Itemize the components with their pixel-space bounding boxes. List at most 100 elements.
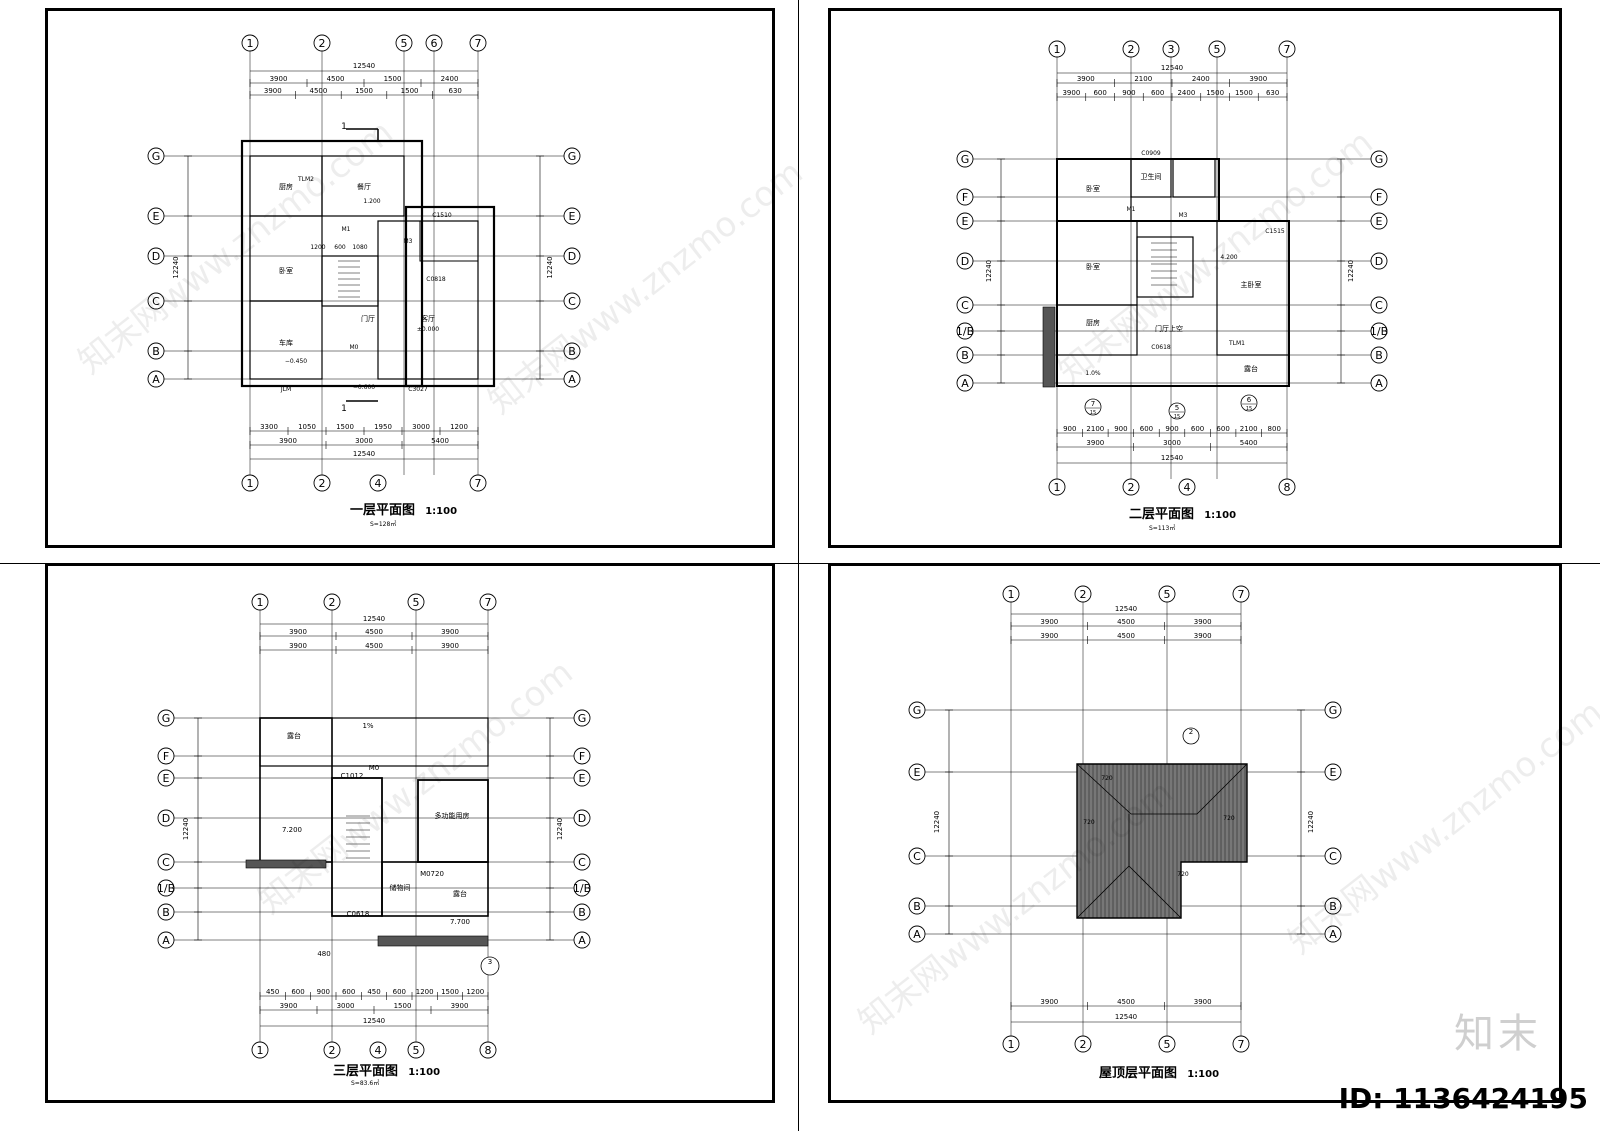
axis-bubble-top-label: 5	[413, 596, 420, 609]
axis-bubble-bottom-label: 4	[375, 477, 382, 490]
plan-annotation: −0.600	[353, 384, 375, 391]
axis-bubble-bottom	[251, 1041, 269, 1059]
axis-bubble-right-label: G	[1329, 704, 1338, 717]
axis-bubble-right-label: A	[578, 934, 586, 947]
axis-bubble-bottom	[1122, 478, 1140, 496]
overall-dimension: 12540	[353, 450, 375, 458]
axis-bubble-left-label: E	[914, 766, 921, 779]
axis-bubble-top	[1122, 40, 1140, 58]
plan-annotation: M1	[342, 226, 351, 233]
detail-callout-number: 5	[1175, 404, 1179, 412]
axis-bubble-top	[395, 34, 413, 52]
room-name: 车库	[279, 338, 293, 347]
axis-bubble-top-label: 1	[1054, 43, 1061, 56]
axis-bubble-left	[147, 292, 165, 310]
axis-bubble-left	[157, 709, 175, 727]
dim-bottom-2-label: 5400	[431, 437, 449, 445]
axis-bubble-left	[147, 342, 165, 360]
plan-annotation: 7.700	[450, 918, 470, 926]
axis-bubble-right-label: A	[1329, 928, 1337, 941]
axis-bubble-left	[157, 747, 175, 765]
plan-annotation: C0818	[426, 276, 446, 283]
roof-ridge	[1076, 865, 1130, 919]
axis-bubble-top-label: 7	[1238, 588, 1245, 601]
axis-bubble-top-label: 7	[475, 37, 482, 50]
overall-dimension: 12540	[1115, 1013, 1137, 1021]
axis-bubble-bottom	[1048, 478, 1066, 496]
dim-bottom-1-label: 3000	[412, 423, 430, 431]
dim-bottom-2-label: 3000	[337, 1002, 355, 1010]
side-total-dimension: 12240	[1347, 260, 1355, 282]
axis-bubble-top-label: 2	[319, 37, 326, 50]
axis-bubble-right-label: 1/B	[573, 882, 591, 895]
room-wall	[1216, 220, 1290, 356]
balcony-hatch	[1042, 306, 1056, 388]
room-wall	[1056, 304, 1138, 356]
dim-top-1-label: 4500	[1117, 618, 1135, 626]
axis-bubble-left	[147, 370, 165, 388]
side-total-dimension: 12240	[172, 256, 180, 278]
axis-bubble-left	[956, 212, 974, 230]
axis-bubble-right	[573, 903, 591, 921]
plan-title: 二层平面图 1:100	[1129, 503, 1236, 522]
dim-bottom-1-label: 600	[393, 988, 406, 996]
axis-bubble-left	[157, 903, 175, 921]
plan-annotation: M0	[369, 764, 380, 772]
dim-bottom-1-label: 600	[291, 988, 304, 996]
room-wall	[321, 155, 405, 217]
dim-top-1-label: 3900	[1077, 75, 1095, 83]
plan-annotation: M3	[1179, 212, 1188, 219]
axis-bubble-top	[425, 34, 443, 52]
plan-annotation: C0618	[347, 910, 370, 918]
axis-bubble-left-label: C	[152, 295, 160, 308]
axis-bubble-left	[956, 252, 974, 270]
axis-bubble-top-label: 6	[431, 37, 438, 50]
axis-bubble-left	[956, 374, 974, 392]
plan-title-text: 一层平面图	[350, 503, 416, 518]
axis-bubble-right-label: C	[578, 856, 586, 869]
dim-bottom-2-label: 1500	[394, 1002, 412, 1010]
axis-bubble-left-label: 1/B	[956, 325, 974, 338]
plan-annotation: M0720	[420, 870, 444, 878]
axis-bubble-right	[1370, 346, 1388, 364]
dim-top-2-label: 4500	[1117, 632, 1135, 640]
plan-annotation: C0909	[1141, 150, 1161, 157]
roof-slope-label: 720	[1223, 815, 1235, 822]
axis-bubble-bottom-label: 4	[375, 1044, 382, 1057]
dim-top-1-label: 4500	[365, 628, 383, 636]
plan-title-text: 三层平面图	[333, 1064, 399, 1079]
axis-bubble-bottom	[1002, 1035, 1020, 1053]
axis-bubble-top	[1208, 40, 1226, 58]
dim-bottom-1-label: 3300	[260, 423, 278, 431]
axis-bubble-right	[1370, 252, 1388, 270]
axis-bubble-right-label: E	[1330, 766, 1337, 779]
axis-bubble-right-label: E	[579, 772, 586, 785]
axis-bubble-left	[147, 147, 165, 165]
dim-bottom-1-label: 450	[367, 988, 380, 996]
plan-scale: 1:100	[1187, 1069, 1220, 1080]
axis-bubble-right	[1324, 763, 1342, 781]
room-wall	[249, 215, 323, 302]
detail-callout	[1168, 402, 1186, 420]
axis-bubble-top	[479, 593, 497, 611]
sheet-divider-horizontal	[0, 563, 1600, 564]
axis-bubble-top	[1158, 585, 1176, 603]
axis-bubble-left	[908, 763, 926, 781]
overall-dimension: 12540	[1115, 605, 1137, 613]
axis-bubble-right	[1370, 374, 1388, 392]
dim-bottom-1-label: 900	[1063, 425, 1076, 433]
side-total-dimension: 12240	[985, 260, 993, 282]
axis-bubble-top	[251, 593, 269, 611]
room-name: 门厅上空	[1155, 324, 1183, 333]
axis-bubble-top-label: 7	[485, 596, 492, 609]
terrace-hatch	[245, 859, 327, 869]
axis-bubble-left-label: A	[152, 373, 160, 386]
axis-bubble-top	[407, 593, 425, 611]
overall-dimension: 12540	[1161, 64, 1183, 72]
room-name: 卧室	[279, 266, 293, 275]
dim-bottom-1-label: 4500	[1117, 998, 1135, 1006]
plan-annotation: 1.0%	[1085, 370, 1101, 377]
axis-bubble-right-label: A	[1375, 377, 1383, 390]
